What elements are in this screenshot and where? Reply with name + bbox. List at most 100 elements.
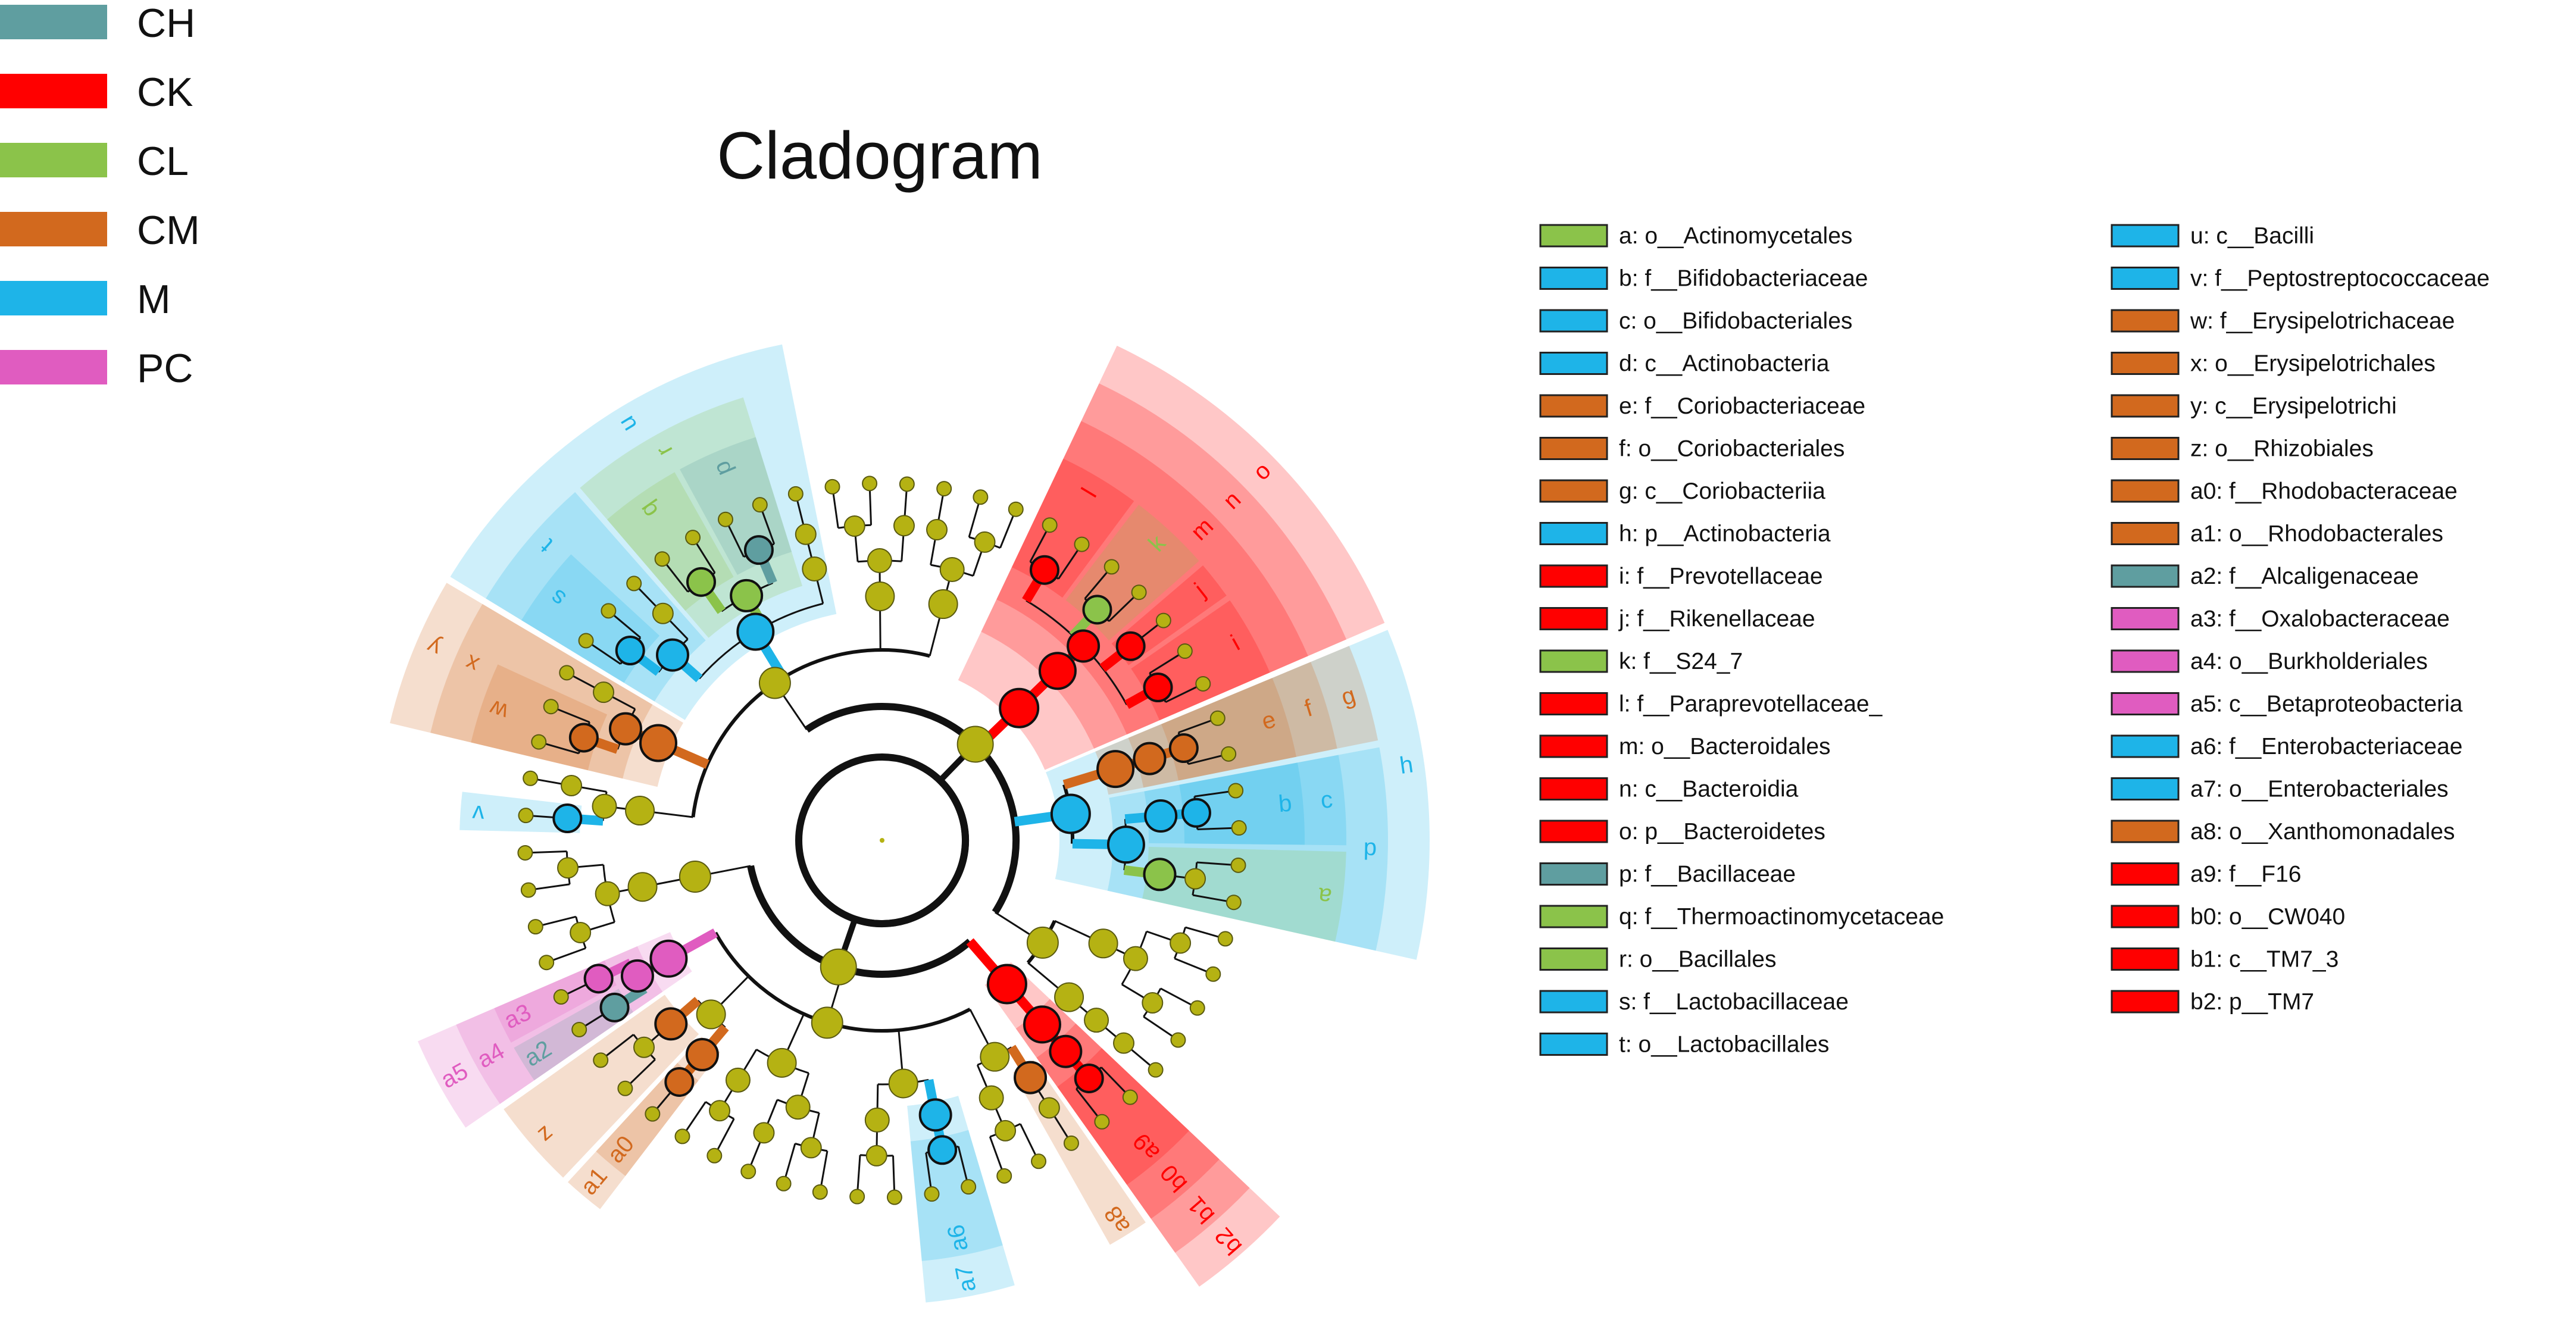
taxon-legend-label: f: o__Coriobacteriales [1619,436,1845,462]
tree-node [1230,857,1246,873]
taxon-legend-label: a8: o__Xanthomonadales [2190,819,2455,845]
tree-node [928,589,958,620]
tree-node [973,489,989,505]
taxon-legend-label: d: c__Actinobacteria [1619,351,1830,377]
tree-node [1088,928,1118,959]
tree-node [758,667,791,699]
taxon-legend-swatch [1539,309,1608,333]
tree-node [1170,932,1192,954]
tree-node-j [1115,631,1146,661]
tree-node [978,1085,1004,1111]
taxon-legend-label: l: f__Paraprevotellaceae_ [1619,692,1883,717]
tree-node [531,734,547,750]
tree-node-w [568,723,599,753]
tree-node-t [655,638,689,672]
clade-letter-c: c [1320,786,1334,814]
tree-node [645,1106,661,1122]
clade-highlight-a6 [910,1130,1003,1261]
taxon-legend-label: z: o__Rhizobiales [2190,436,2374,462]
tree-node [1228,783,1244,799]
taxon-legend-swatch [1539,437,1608,460]
taxon-legend-label: t: o__Lactobacillales [1619,1032,1829,1058]
tree-node [888,1068,918,1099]
taxon-legend-swatch [2111,905,2180,928]
tree-node-n [1038,652,1077,690]
tree-node [696,999,726,1030]
taxon-legend-label: e: f__Coriobacteriaceae [1619,393,1865,419]
taxon-legend-swatch [1539,990,1608,1014]
tree-node [886,1189,902,1205]
tree-node-l [1029,555,1059,585]
tree-node [1189,1000,1205,1016]
tree-node [864,1107,890,1133]
tree-node-d [1106,825,1145,864]
tree-node [654,551,670,567]
tree-node [802,556,827,581]
tree-node [1123,946,1148,971]
tree-node [1170,1032,1186,1048]
tree-node-k [1082,595,1112,625]
clade-letter-a7: a7 [951,1264,981,1294]
tree-node [553,989,569,1005]
tree-node [800,1137,822,1159]
tree-node [795,523,817,545]
tree-node-a6 [927,1135,958,1165]
clade-letter-d: d [1363,837,1377,864]
tree-node [939,556,965,582]
tree-node-a0 [664,1067,695,1097]
tree-node-f [1133,742,1167,775]
tree-node [543,699,559,715]
tree-node-b0 [1049,1034,1083,1068]
clade-highlight-t [486,492,706,702]
taxon-legend-label: o: p__Bacteroidetes [1619,819,1825,845]
taxon-legend-label: a2: f__Alcaligenaceae [2190,564,2419,589]
tree-node [1094,1114,1110,1130]
tree-node [717,511,733,527]
taxon-legend-swatch [2111,224,2180,248]
group-legend-swatch [0,212,107,246]
tree-node [570,921,592,943]
tree-node-b2 [986,964,1027,1005]
tree-node-a8 [1014,1061,1048,1094]
taxon-legend-swatch [1539,947,1608,971]
tree-node [652,602,674,624]
tree-node [518,808,534,824]
clade-highlight-r [580,397,802,638]
tree-node-m [1067,629,1101,663]
tree-node [785,1094,811,1120]
tree-node [617,1080,633,1096]
taxon-legend-label: b2: p__TM7 [2190,989,2314,1015]
tree-node [1113,1032,1135,1054]
tree-node-a2 [599,992,630,1022]
tree-node [625,796,655,826]
taxon-legend-label: a0: f__Rhodobacteraceae [2190,479,2458,504]
tree-node [865,1144,887,1166]
group-legend-swatch [0,74,107,108]
tree-node [561,774,583,796]
taxon-legend-swatch [2111,607,2180,630]
tree-node [893,515,915,537]
taxon-legend-swatch [1539,267,1608,290]
tree-node [812,1184,828,1200]
taxon-legend-swatch [1539,607,1608,630]
taxon-legend-swatch [1539,777,1608,800]
tree-node [865,581,895,612]
tree-node [767,1047,797,1078]
taxon-legend-label: c: o__Bifidobacteriales [1619,308,1852,334]
clade-letter-v: v [471,800,485,827]
tree-node [752,497,768,513]
taxon-legend-swatch [1539,224,1608,248]
taxon-legend-swatch [1539,734,1608,758]
tree-node [980,1042,1010,1072]
tree-node-x [608,712,642,746]
taxon-legend-label: y: c__Erysipelotrichi [2190,393,2397,419]
tree-node [592,793,617,819]
tree-node [571,1021,587,1037]
tree-node-c [1144,799,1178,833]
taxon-legend-swatch [2111,947,2180,971]
tree-node [1155,612,1171,628]
tree-node [627,872,658,902]
group-legend-swatch [0,5,107,39]
taxon-legend-label: i: f__Prevotellaceae [1619,564,1823,589]
group-legend-label: CH [137,1,195,46]
